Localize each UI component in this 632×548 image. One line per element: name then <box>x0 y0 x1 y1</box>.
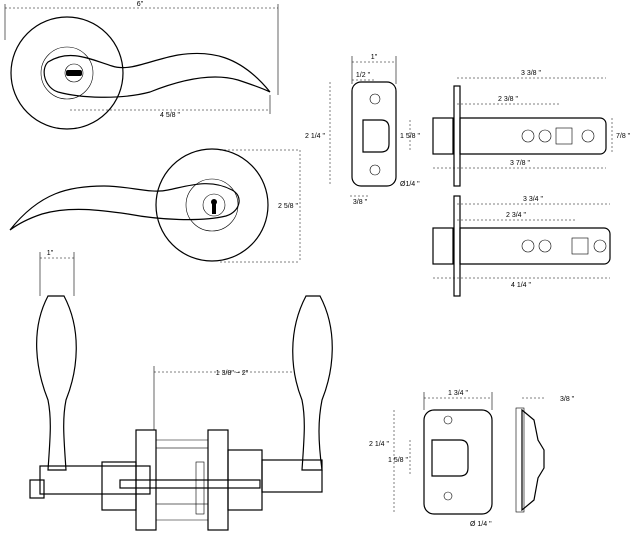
strike-inner-label: 1 5/8 " <box>388 457 409 464</box>
backset-short-label: 2 3/8 " <box>498 96 519 103</box>
latch-faceplate <box>329 56 411 197</box>
lever-side-assembly <box>29 252 333 531</box>
backset-short-overall-label: 3 7/8 " <box>510 160 531 167</box>
door-thickness-label: 1 3/8" ~ 2" <box>216 370 249 377</box>
latch-depth-label: 3/8 " <box>353 199 368 206</box>
strike-lip-label: 3/8 " <box>560 396 575 403</box>
latch-inner-label: 1 5/8 " <box>400 133 421 140</box>
lever-keyed-view <box>9 148 301 263</box>
strike-screw-label: Ø 1/4 " <box>470 521 492 528</box>
latch-backset-long <box>432 195 611 297</box>
latch-height-label: 2 1/4 " <box>305 133 326 140</box>
strike-width-label: 1 3/4 " <box>448 390 469 397</box>
bolt-diameter-label: 7/8 " <box>616 133 631 140</box>
overall-width-label: 6" <box>137 1 144 8</box>
strike-height-label: 2 1/4 " <box>369 441 390 448</box>
latch-half-label: 1/2 " <box>356 72 371 79</box>
lever-top-view <box>4 4 279 130</box>
lever-reach-label: 4 5/8 " <box>160 112 181 119</box>
latch-width-label: 1" <box>371 54 378 61</box>
rose-height-label: 2 5/8 " <box>278 203 299 210</box>
backset-long-label: 2 3/4 " <box>506 212 527 219</box>
backset-long-total-label: 3 3/4 " <box>523 196 544 203</box>
lever-width-label: 1" <box>47 250 54 257</box>
strike-plate <box>393 392 545 515</box>
backset-long-overall-label: 4 1/4 " <box>511 282 532 289</box>
latch-backset-short <box>432 77 613 187</box>
backset-short-total-label: 3 3/8 " <box>521 70 542 77</box>
latch-screw-label: Ø1/4 " <box>400 181 420 188</box>
